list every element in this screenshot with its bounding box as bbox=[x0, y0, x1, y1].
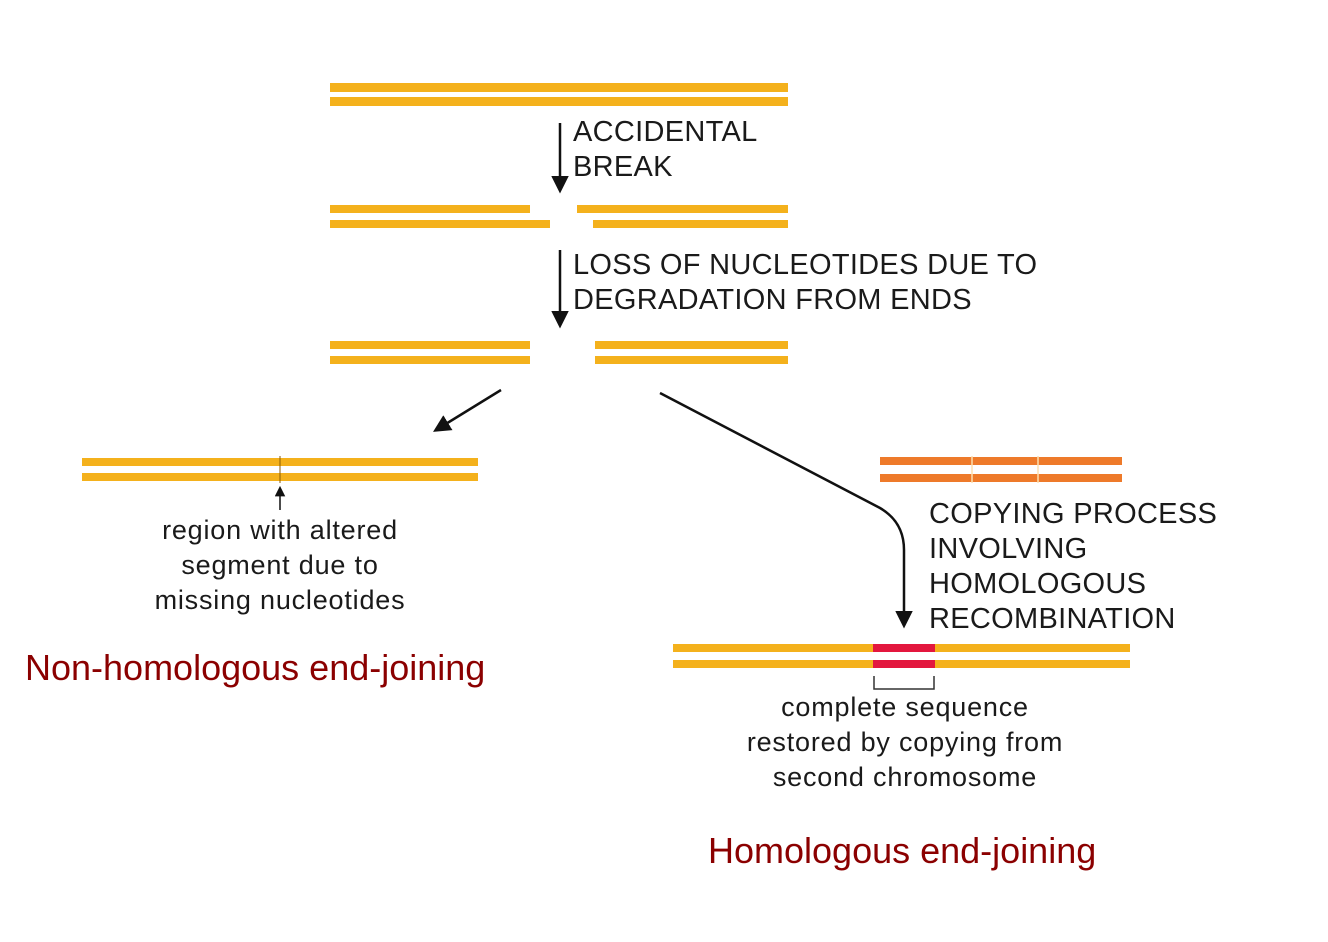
copy-label: COPYING PROCESS INVOLVING HOMOLOGOUS REC… bbox=[929, 497, 1217, 637]
nhej-title: Non-homologous end-joining bbox=[25, 647, 486, 688]
nhej-note-line: region with altered bbox=[162, 515, 398, 545]
nhej-note-line: missing nucleotides bbox=[154, 585, 406, 615]
restored-bracket bbox=[873, 676, 935, 690]
copy-label-line: INVOLVING bbox=[929, 533, 1088, 565]
restored-segment bbox=[873, 644, 935, 668]
break-label-line: ACCIDENTAL bbox=[573, 116, 758, 148]
hr-note-line: complete sequence bbox=[781, 692, 1029, 722]
hr-note-line: second chromosome bbox=[772, 762, 1038, 792]
loss-label-line: DEGRADATION FROM ENDS bbox=[573, 284, 972, 316]
copy-label-line: HOMOLOGOUS bbox=[929, 568, 1147, 600]
broken-dna bbox=[330, 205, 788, 228]
nhej-arrow-icon bbox=[433, 388, 502, 432]
loss-label: LOSS OF NUCLEOTIDES DUE TO DEGRADATION F… bbox=[573, 248, 1037, 318]
copy-label-line: RECOMBINATION bbox=[929, 603, 1176, 635]
copy-label-line: COPYING PROCESS bbox=[929, 498, 1218, 530]
hr-note-line: restored by copying from bbox=[746, 727, 1064, 757]
intact-dna bbox=[330, 83, 788, 106]
break-label-line: BREAK bbox=[573, 151, 673, 183]
hr-note: complete sequence restored by copying fr… bbox=[685, 690, 1125, 795]
hr-title: Homologous end-joining bbox=[708, 830, 1097, 871]
break-label: ACCIDENTAL BREAK bbox=[573, 115, 758, 185]
loss-label-line: LOSS OF NUCLEOTIDES DUE TO bbox=[573, 249, 1038, 281]
homologous-chromosome bbox=[880, 457, 1122, 482]
nhej-note-line: segment due to bbox=[181, 550, 379, 580]
nhej-note: region with altered segment due to missi… bbox=[80, 513, 480, 618]
degraded-dna bbox=[330, 341, 788, 364]
hr-arrow-icon bbox=[659, 391, 913, 629]
